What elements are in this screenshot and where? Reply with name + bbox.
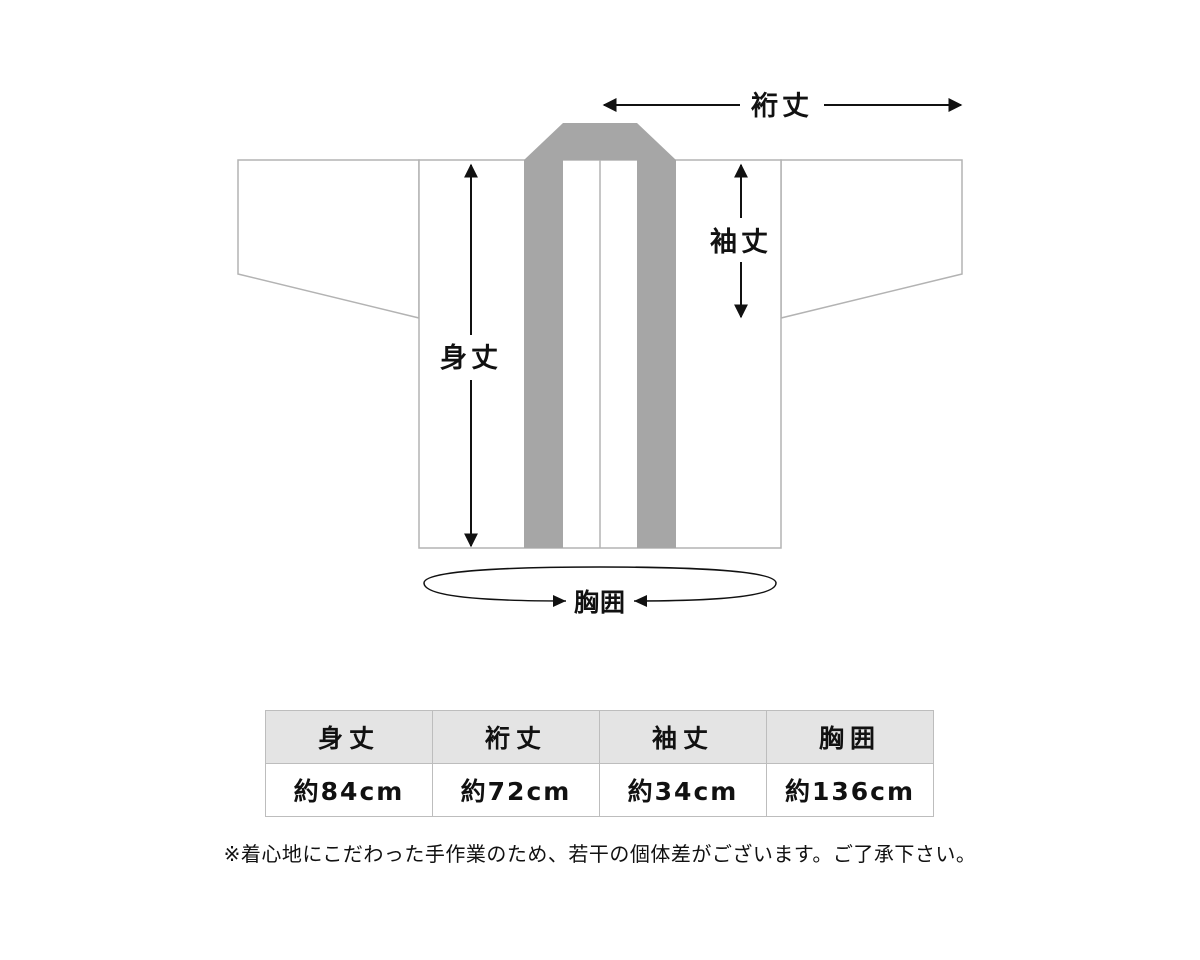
table-value-row: 約84cm 約72cm 約34cm 約136cm <box>265 763 934 817</box>
sleeve-length-label: 袖丈 <box>710 227 772 258</box>
happi-size-diagram: 裄丈 袖丈 身丈 胸囲 <box>237 91 963 617</box>
header-yuki: 裄丈 <box>432 710 600 764</box>
value-yuki: 約72cm <box>432 763 600 817</box>
left-sleeve <box>237 159 420 319</box>
collar-back <box>563 123 637 160</box>
collar <box>524 123 676 548</box>
chest-label: 胸囲 <box>574 588 626 617</box>
body-length-label: 身丈 <box>440 342 502 374</box>
value-sleeve-length: 約34cm <box>599 763 767 817</box>
size-table: 身丈 裄丈 袖丈 胸囲 約84cm 約72cm 約34cm 約136cm <box>265 710 934 817</box>
collar-left <box>524 123 563 548</box>
chest-dimension: 胸囲 <box>423 566 777 617</box>
table-header-row: 身丈 裄丈 袖丈 胸囲 <box>265 710 934 764</box>
yuki-dimension: 裄丈 <box>602 91 963 122</box>
header-body-length: 身丈 <box>265 710 433 764</box>
collar-right <box>637 123 676 548</box>
body-length-dimension: 身丈 <box>440 163 502 548</box>
chest-arrow-right <box>634 595 647 607</box>
right-sleeve <box>780 159 963 319</box>
disclaimer-note: ※着心地にこだわった手作業のため、若干の個体差がございます。ご了承下さい。 <box>223 842 977 866</box>
yuki-label: 裄丈 <box>750 91 813 122</box>
value-body-length: 約84cm <box>265 763 433 817</box>
sleeve-dimension: 袖丈 <box>710 163 772 319</box>
header-chest: 胸囲 <box>766 710 934 764</box>
header-sleeve-length: 袖丈 <box>599 710 767 764</box>
value-chest: 約136cm <box>766 763 934 817</box>
chest-ellipse <box>423 566 777 602</box>
chest-arrow-left <box>553 595 566 607</box>
